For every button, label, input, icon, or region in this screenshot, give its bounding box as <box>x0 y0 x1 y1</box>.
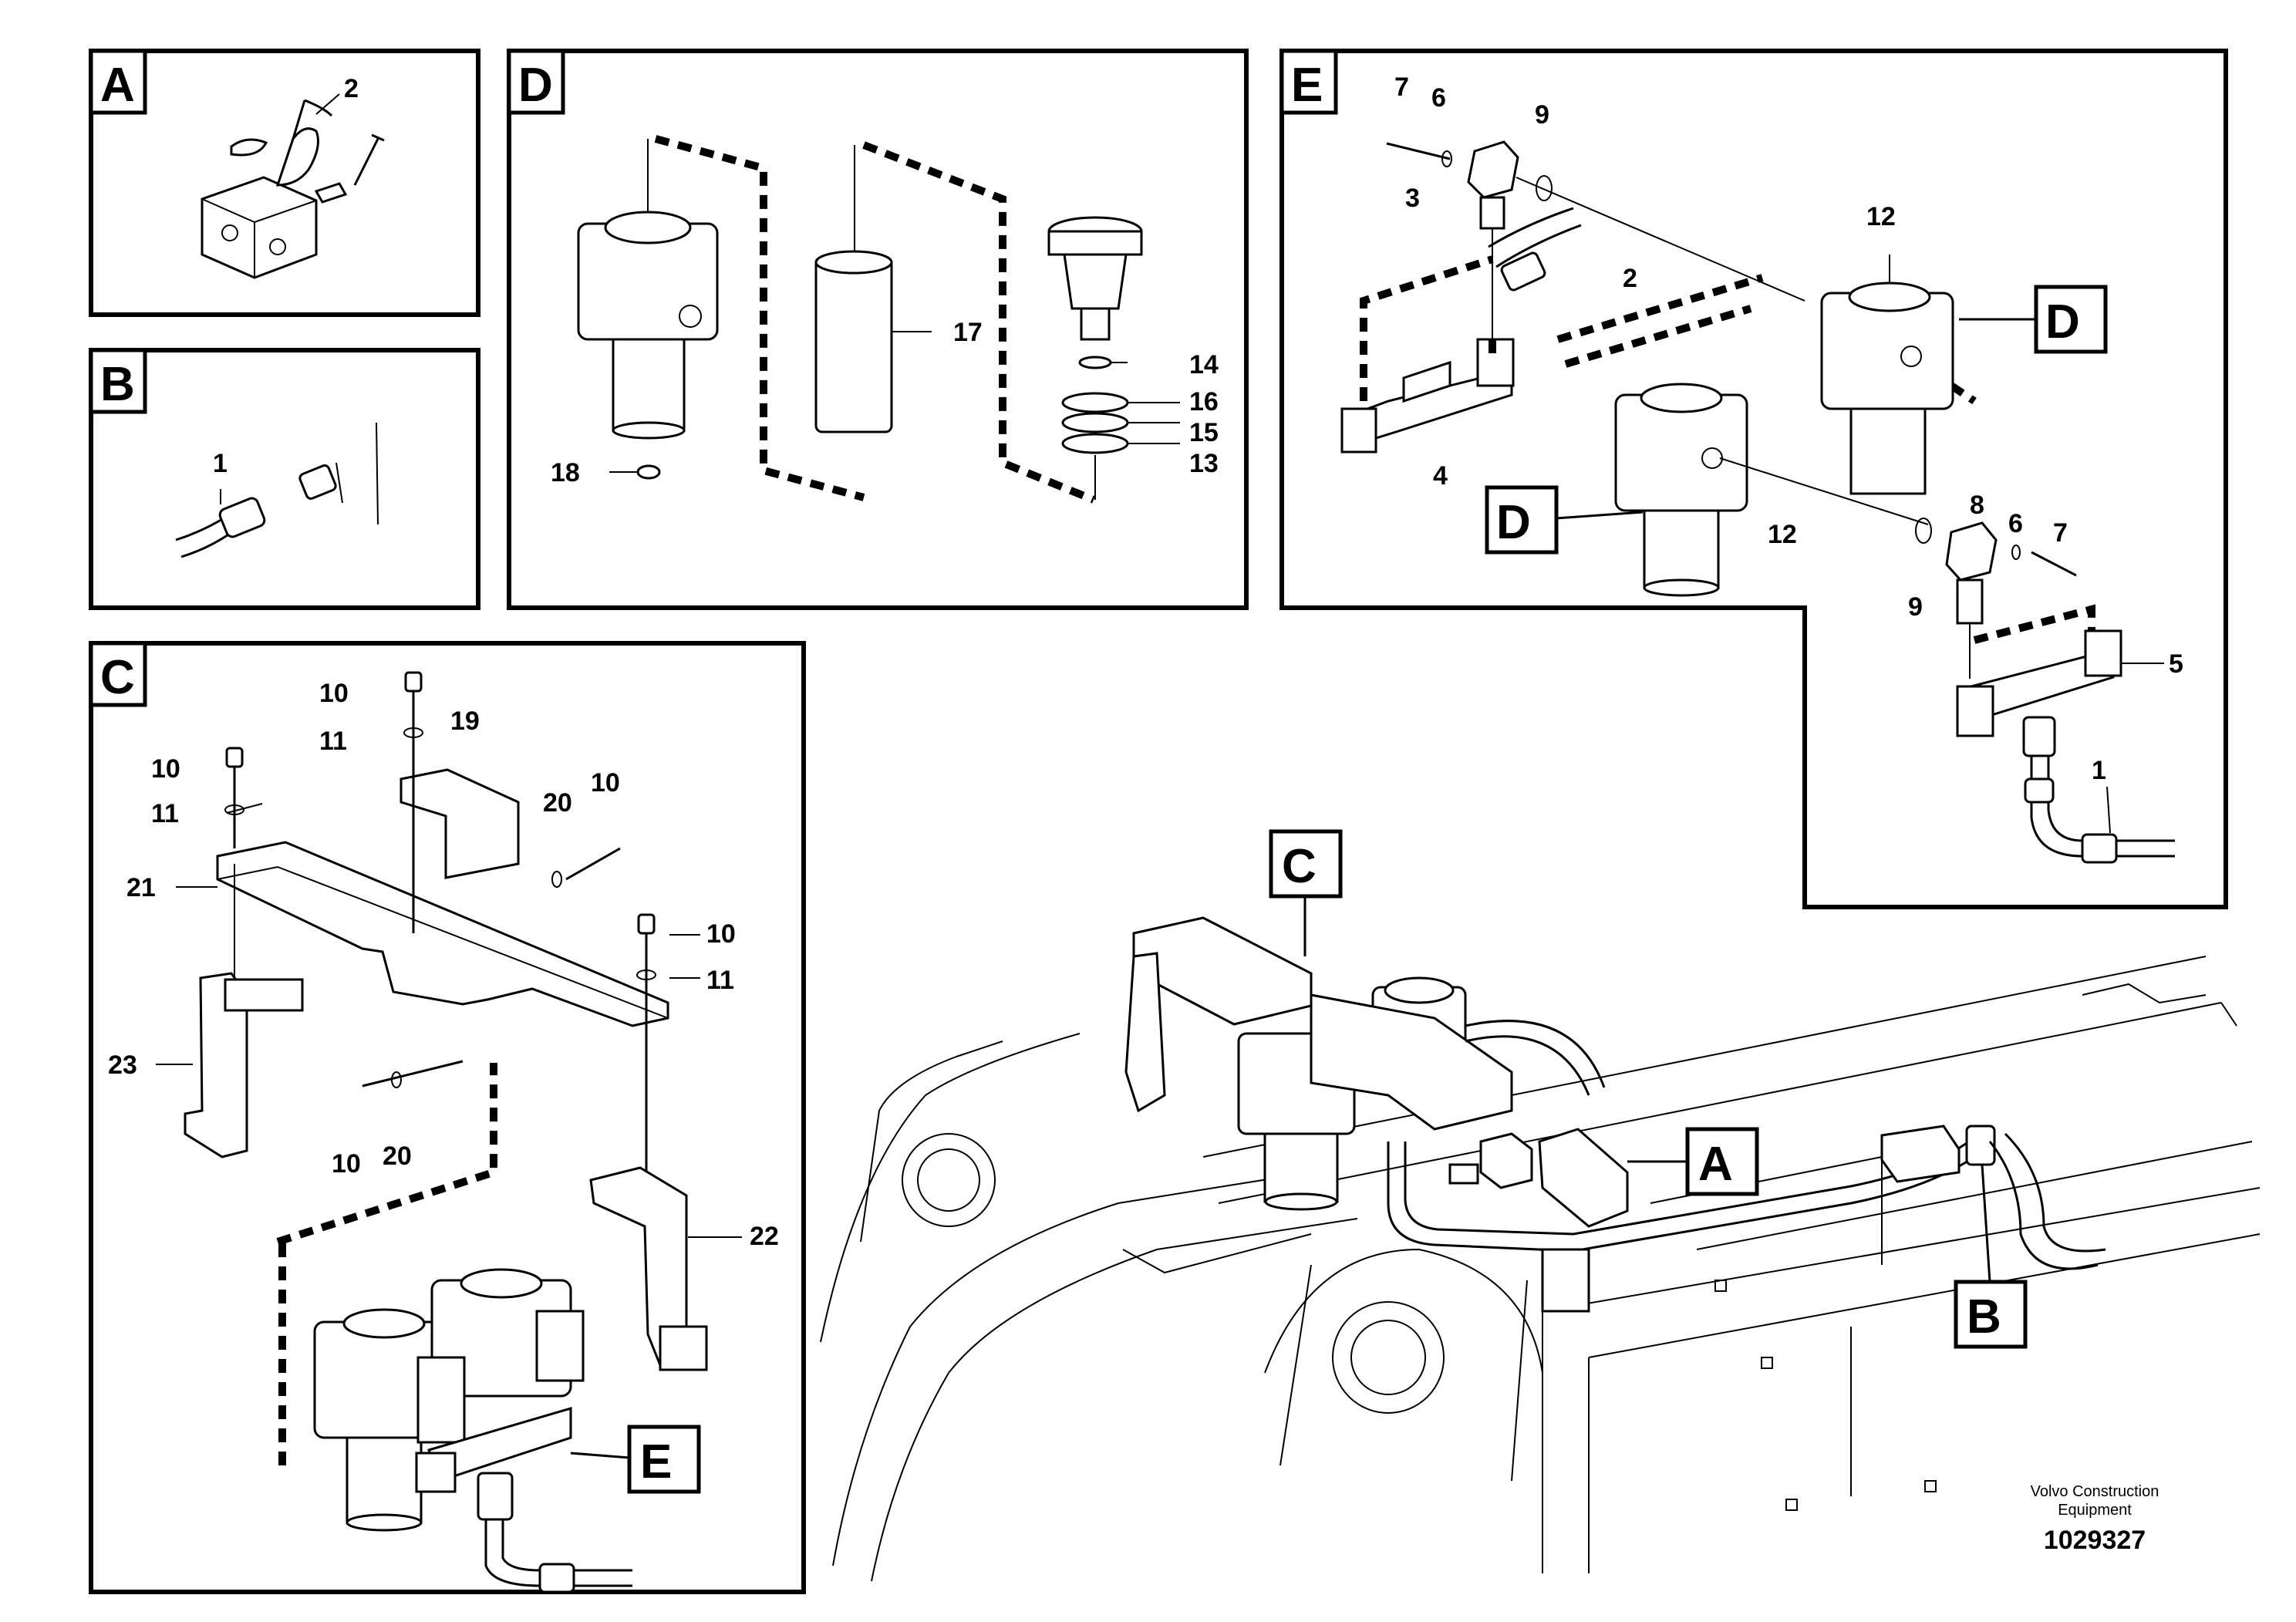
callout-c-21: 21 <box>126 873 156 902</box>
callout-c-11-c: 11 <box>706 966 734 995</box>
callout-e-5: 5 <box>2169 649 2183 679</box>
panel-c: C E <box>89 641 806 1594</box>
panel-d-tag: D <box>518 59 553 112</box>
main-tag-c: C <box>1282 840 1317 893</box>
company-name-line1: Volvo Construction <box>2031 1483 2159 1500</box>
callout-e-4: 4 <box>1433 461 1448 491</box>
callout-c-20-b: 20 <box>383 1141 412 1171</box>
callout-e-1: 1 <box>2092 756 2106 785</box>
company-name-line2: Equipment <box>2058 1502 2132 1519</box>
callout-d-17: 17 <box>953 318 983 347</box>
callout-b-1: 1 <box>213 449 228 478</box>
callout-e-9-top: 9 <box>1535 100 1549 130</box>
callout-c-10-c: 10 <box>591 768 620 798</box>
callout-c-19: 19 <box>450 706 480 736</box>
main-tag-a: A <box>1698 1138 1733 1191</box>
panel-d: D 17 14 16 15 13 18 <box>507 49 1249 610</box>
callout-e-7-bottom: 7 <box>2053 518 2068 548</box>
callout-e-6-top: 6 <box>1431 83 1446 113</box>
callout-e-6-bottom: 6 <box>2008 509 2023 538</box>
callout-c-10-b: 10 <box>151 754 180 784</box>
callout-c-10-e: 10 <box>332 1149 361 1179</box>
panel-c-ref-tag-e: E <box>640 1435 672 1489</box>
callout-d-18: 18 <box>551 458 580 487</box>
panel-a: A 2 <box>89 49 480 317</box>
panel-a-tag: A <box>100 59 135 112</box>
callout-c-11-b: 11 <box>151 799 179 828</box>
callout-e-12-bottom: 12 <box>1768 520 1797 549</box>
callout-e-7-top: 7 <box>1394 73 1409 102</box>
callout-d-13: 13 <box>1189 449 1219 478</box>
callout-e-12-top: 12 <box>1866 202 1896 231</box>
panel-e-ref-tag-d-2: D <box>1496 496 1531 549</box>
main-assembly-view: C A B <box>820 829 2261 1582</box>
callout-c-22: 22 <box>750 1222 779 1251</box>
panel-c-tag: C <box>100 651 135 704</box>
callout-c-10-d: 10 <box>706 919 736 949</box>
callout-c-20-a: 20 <box>543 788 572 818</box>
callout-d-15: 15 <box>1189 418 1219 447</box>
panel-e-tag: E <box>1291 59 1323 112</box>
callout-c-23: 23 <box>108 1050 137 1080</box>
callout-e-9-bottom: 9 <box>1908 592 1923 622</box>
callout-a-2: 2 <box>344 74 359 103</box>
main-tag-b: B <box>1967 1290 2001 1344</box>
callout-d-14: 14 <box>1189 350 1219 379</box>
callout-d-16: 16 <box>1189 387 1219 416</box>
callout-c-11-a: 11 <box>319 727 347 756</box>
panel-e-ref-tag-d-1: D <box>2045 295 2080 349</box>
callout-e-8: 8 <box>1970 491 1984 520</box>
drawing-footer: Volvo Construction Equipment 1029327 <box>2031 1483 2159 1555</box>
panel-b: B 1 <box>89 348 480 610</box>
callout-c-10-a: 10 <box>319 679 349 708</box>
panel-b-tag: B <box>100 358 135 411</box>
callout-e-2: 2 <box>1623 264 1637 293</box>
drawing-number: 1029327 <box>2044 1526 2146 1555</box>
callout-e-3: 3 <box>1405 184 1420 213</box>
panel-e: E <box>1279 49 2228 909</box>
